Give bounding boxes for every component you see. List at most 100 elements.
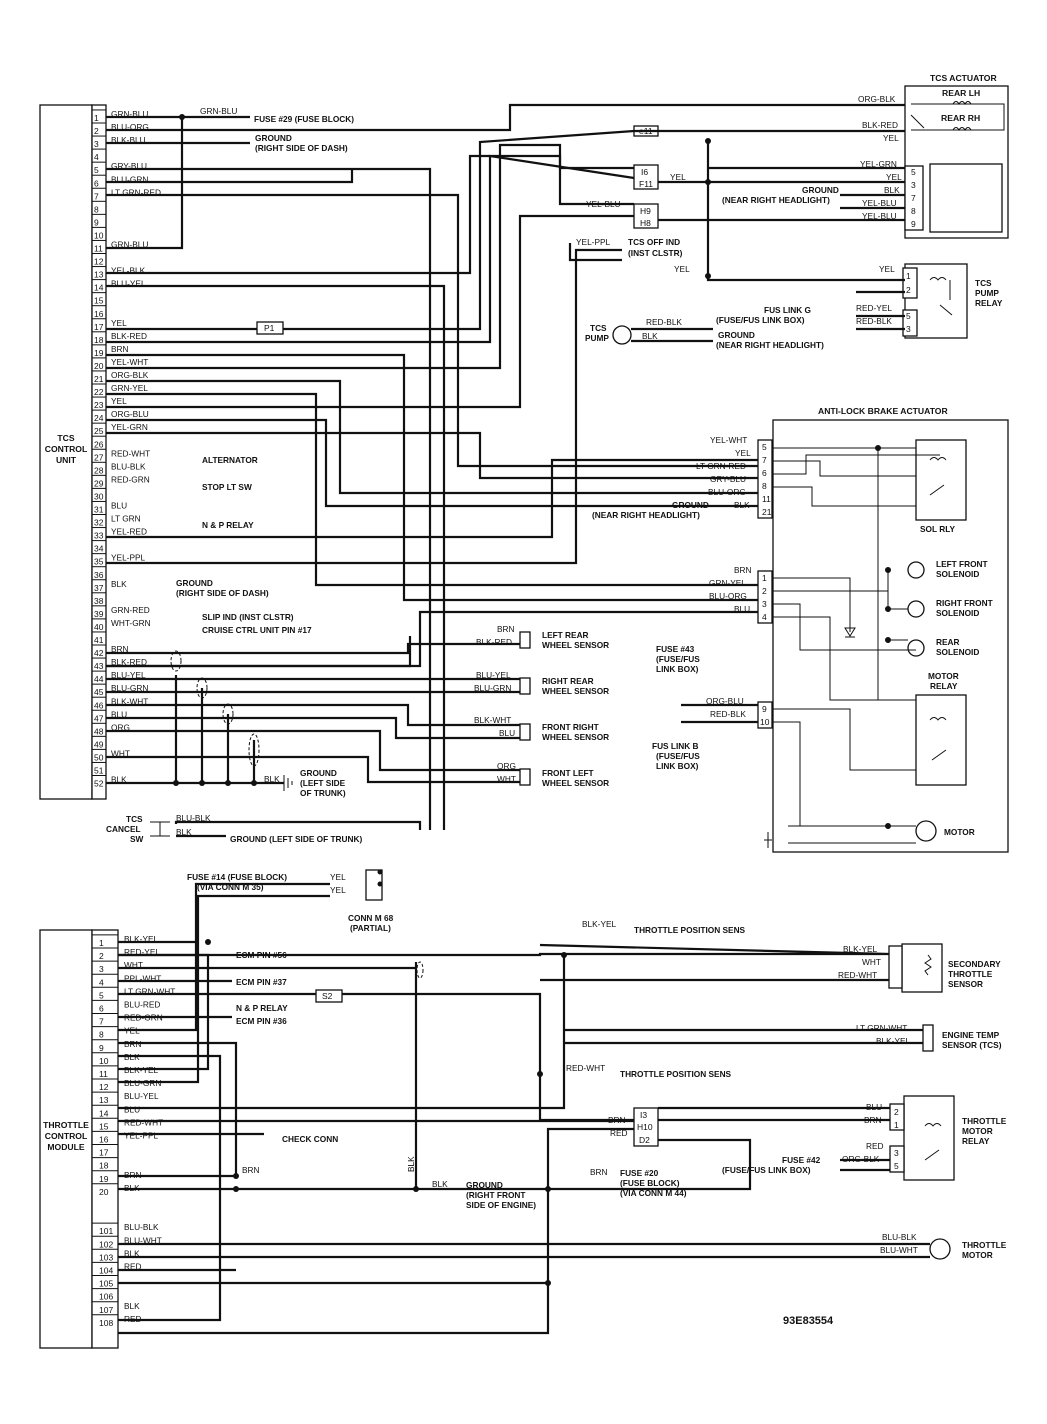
pin-number: 44 bbox=[94, 674, 104, 684]
pin-wire-label: BRN bbox=[111, 344, 129, 354]
pin-wire-label: LT GRN-RED bbox=[111, 187, 161, 197]
svg-text:BRN: BRN bbox=[497, 624, 515, 634]
pin-number: 9 bbox=[99, 1043, 104, 1053]
svg-text:ECM PIN #36: ECM PIN #36 bbox=[236, 1016, 287, 1026]
pin-number: 17 bbox=[99, 1148, 109, 1158]
pin-number: 50 bbox=[94, 752, 104, 762]
pin-number: 14 bbox=[94, 283, 104, 293]
pin-wire-label: YEL-GRN bbox=[111, 422, 148, 432]
wire-labels: GRN-BLU ORG-BLK BLK-RED YEL YEL-GRN YEL … bbox=[176, 94, 918, 1255]
tcs-pump-relay-label-3: RELAY bbox=[975, 298, 1003, 308]
svg-text:(FUSE/FUS: (FUSE/FUS bbox=[656, 751, 700, 761]
svg-text:ALTERNATOR: ALTERNATOR bbox=[202, 455, 258, 465]
pin-number: 20 bbox=[94, 361, 104, 371]
svg-text:H8: H8 bbox=[640, 218, 651, 228]
pin-wire-label: PPL-WHT bbox=[124, 973, 161, 983]
svg-text:BLU-WHT: BLU-WHT bbox=[880, 1245, 918, 1255]
left-front-solenoid-label-1: LEFT FRONT bbox=[936, 559, 988, 569]
secondary-throttle-sensor-box bbox=[901, 943, 943, 993]
svg-text:RED-BLK: RED-BLK bbox=[710, 709, 746, 719]
svg-text:BLK: BLK bbox=[734, 500, 750, 510]
svg-text:YEL: YEL bbox=[674, 264, 690, 274]
svg-text:1: 1 bbox=[906, 271, 911, 281]
motor-relay-label-2: RELAY bbox=[930, 681, 958, 691]
motor-relay-coil bbox=[929, 717, 947, 761]
svg-text:BLK-YEL: BLK-YEL bbox=[582, 919, 617, 929]
pin-number: 27 bbox=[94, 452, 104, 462]
svg-text:(FUSE/FUS: (FUSE/FUS bbox=[656, 654, 700, 664]
svg-text:ECM PIN #56: ECM PIN #56 bbox=[236, 950, 287, 960]
pin-number: 45 bbox=[94, 687, 104, 697]
wires bbox=[106, 103, 930, 1335]
throttle-relay-coil bbox=[924, 1123, 942, 1161]
pin-wire-label: BLU-BLK bbox=[111, 461, 146, 471]
connector-s2 bbox=[315, 989, 343, 1003]
pin-wire-label: YEL bbox=[111, 396, 127, 406]
pin-number: 1 bbox=[94, 113, 99, 123]
svg-text:LINK BOX): LINK BOX) bbox=[656, 664, 699, 674]
svg-text:S2: S2 bbox=[322, 991, 333, 1001]
pin-number: 43 bbox=[94, 661, 104, 671]
pin-wire-label: RED-YEL bbox=[124, 947, 160, 957]
pin-number: 41 bbox=[94, 635, 104, 645]
pin-number: 4 bbox=[94, 152, 99, 162]
pin-number: 18 bbox=[94, 335, 104, 345]
pin-wire-label: BLU-GRN bbox=[111, 683, 148, 693]
svg-text:RED: RED bbox=[610, 1128, 628, 1138]
rear-solenoid-label-2: SOLENOID bbox=[936, 647, 979, 657]
svg-text:2: 2 bbox=[762, 586, 767, 596]
svg-text:BRN: BRN bbox=[608, 1115, 626, 1125]
engine-temp-label-2: SENSOR (TCS) bbox=[942, 1040, 1002, 1050]
svg-text:2: 2 bbox=[894, 1107, 899, 1117]
svg-text:BLK-RED: BLK-RED bbox=[476, 637, 512, 647]
pin-wire-label: ORG-BLK bbox=[111, 370, 149, 380]
front-left-sensor-label-1: FRONT LEFT bbox=[542, 768, 594, 778]
svg-text:BLU: BLU bbox=[499, 728, 515, 738]
svg-text:GROUND: GROUND bbox=[466, 1180, 503, 1190]
pin-wire-label: BLU-WHT bbox=[124, 1235, 162, 1245]
front-left-sensor-label-2: WHEEL SENSOR bbox=[542, 778, 609, 788]
conn-m68-label-2: (PARTIAL) bbox=[350, 923, 391, 933]
pin-wire-label: BLK bbox=[111, 579, 127, 589]
pin-number: 3 bbox=[99, 964, 104, 974]
throttle-relay-pins-a bbox=[889, 1103, 905, 1131]
wheel-sensor-connectors bbox=[519, 631, 531, 786]
svg-text:ORG-BLK: ORG-BLK bbox=[858, 94, 896, 104]
svg-text:BLU-BLK: BLU-BLK bbox=[882, 1232, 917, 1242]
pin-wire-label: GRN-BLU bbox=[111, 240, 148, 250]
pin-number: 13 bbox=[99, 1095, 109, 1105]
svg-text:3: 3 bbox=[911, 180, 916, 190]
pin-wire-label: BLK bbox=[111, 775, 127, 785]
pin-wire-label: GRN-YEL bbox=[111, 383, 148, 393]
abs-diode bbox=[844, 627, 856, 638]
svg-text:5: 5 bbox=[911, 167, 916, 177]
svg-text:YEL: YEL bbox=[735, 448, 751, 458]
pin-number: 9 bbox=[94, 217, 99, 227]
svg-text:RED-YEL: RED-YEL bbox=[856, 303, 892, 313]
pin-number: 107 bbox=[99, 1305, 113, 1315]
engine-temp-connector bbox=[922, 1024, 934, 1052]
svg-text:(FUSE/FUS LINK BOX): (FUSE/FUS LINK BOX) bbox=[716, 315, 805, 325]
sol-relay-box bbox=[915, 439, 967, 521]
right-front-solenoid-label-1: RIGHT FRONT bbox=[936, 598, 993, 608]
svg-text:STOP LT SW: STOP LT SW bbox=[202, 482, 252, 492]
svg-text:(NEAR RIGHT HEADLIGHT): (NEAR RIGHT HEADLIGHT) bbox=[722, 195, 830, 205]
pin-wire-label: YEL-BLK bbox=[111, 266, 146, 276]
svg-text:BLU-GRN: BLU-GRN bbox=[474, 683, 511, 693]
rear-rh-label: REAR RH bbox=[941, 113, 980, 123]
pin-number: 8 bbox=[94, 204, 99, 214]
pin-wire-label: BLK-WHT bbox=[111, 696, 148, 706]
pin-wire-label: BLU-YEL bbox=[111, 670, 146, 680]
tcs-control-unit-pin-strip bbox=[91, 104, 107, 800]
pin-wire-label: WHT bbox=[111, 748, 130, 758]
svg-text:(NEAR RIGHT HEADLIGHT): (NEAR RIGHT HEADLIGHT) bbox=[716, 340, 824, 350]
svg-text:RED-WHT: RED-WHT bbox=[838, 970, 877, 980]
abs-actuator-label: ANTI-LOCK BRAKE ACTUATOR bbox=[818, 406, 948, 416]
svg-text:YEL: YEL bbox=[879, 264, 895, 274]
pin-number: 25 bbox=[94, 426, 104, 436]
svg-text:YEL: YEL bbox=[883, 133, 899, 143]
abs-motor-symbol bbox=[915, 820, 937, 842]
pin-wire-label: BLK bbox=[124, 1301, 140, 1311]
